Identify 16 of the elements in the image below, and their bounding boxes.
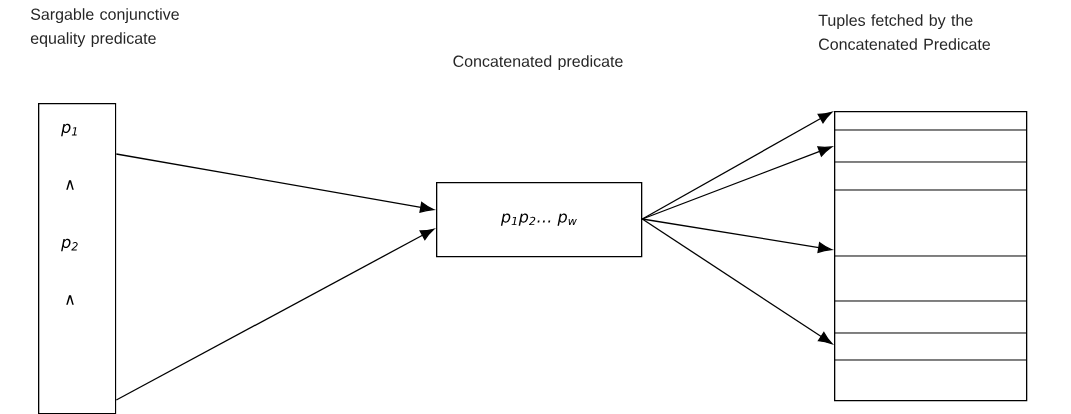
concatenated-predicate-box — [436, 182, 643, 258]
predicate-term: ∧ — [66, 180, 74, 190]
concatenated-predicate: p$_{1}$p$_{2}$… p$_{w}$ — [500, 213, 577, 226]
tuple-table — [833, 111, 1028, 402]
predicate-column-box — [38, 103, 117, 414]
arrow — [641, 146, 833, 220]
heading: Concatenated predicate — [453, 55, 623, 71]
predicate-term: p$_{1}$ — [61, 123, 77, 137]
arrow — [641, 218, 832, 253]
arrow — [115, 228, 435, 401]
heading: Tuples fetched by the Concatenated Predicate — [818, 14, 990, 50]
predicate-term: p$_{2}$ — [61, 238, 78, 252]
predicate-term: ∧ — [66, 295, 74, 305]
arrow — [641, 218, 833, 345]
arrow — [115, 153, 434, 213]
heading: Sargable conjunctive equality predicate — [30, 8, 179, 48]
